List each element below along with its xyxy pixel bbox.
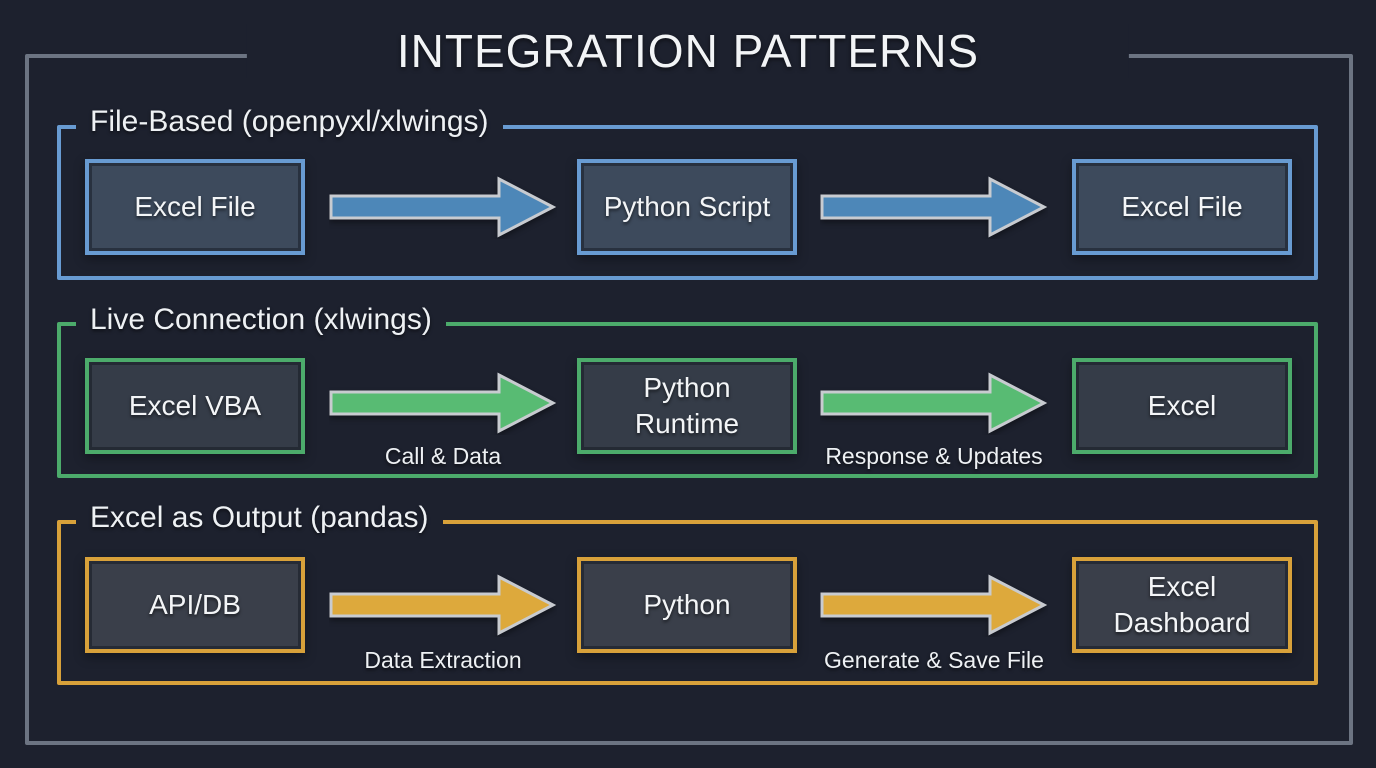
- arrow-label: Generate & Save File: [824, 647, 1044, 673]
- node-box: Excel File: [1072, 159, 1292, 255]
- right-arrow-icon: [820, 574, 1048, 636]
- section-label: File-Based (openpyxl/xlwings): [76, 105, 503, 139]
- arrow-label: Response & Updates: [825, 443, 1043, 469]
- section-label: Live Connection (xlwings): [76, 303, 446, 337]
- node-box: Excel Dashboard: [1072, 557, 1292, 653]
- right-arrow-icon: [820, 372, 1048, 434]
- node-box: Excel VBA: [85, 358, 305, 454]
- right-arrow-icon: [329, 574, 557, 636]
- node-box: Excel File: [85, 159, 305, 255]
- node-box: Python Runtime: [577, 358, 797, 454]
- node-box: Python Script: [577, 159, 797, 255]
- arrow-label: Call & Data: [384, 443, 502, 469]
- right-arrow-icon: [329, 372, 557, 434]
- arrow-label: Data Extraction: [364, 647, 522, 673]
- node-box: Python: [577, 557, 797, 653]
- section-border: [57, 520, 1318, 685]
- section-label: Excel as Output (pandas): [76, 501, 443, 535]
- right-arrow-icon: [329, 176, 557, 238]
- section-border: [57, 125, 1318, 280]
- node-box: API/DB: [85, 557, 305, 653]
- node-box: Excel: [1072, 358, 1292, 454]
- section-border: [57, 322, 1318, 478]
- diagram-title: INTEGRATION PATTERNS: [246, 24, 1130, 78]
- right-arrow-icon: [820, 176, 1048, 238]
